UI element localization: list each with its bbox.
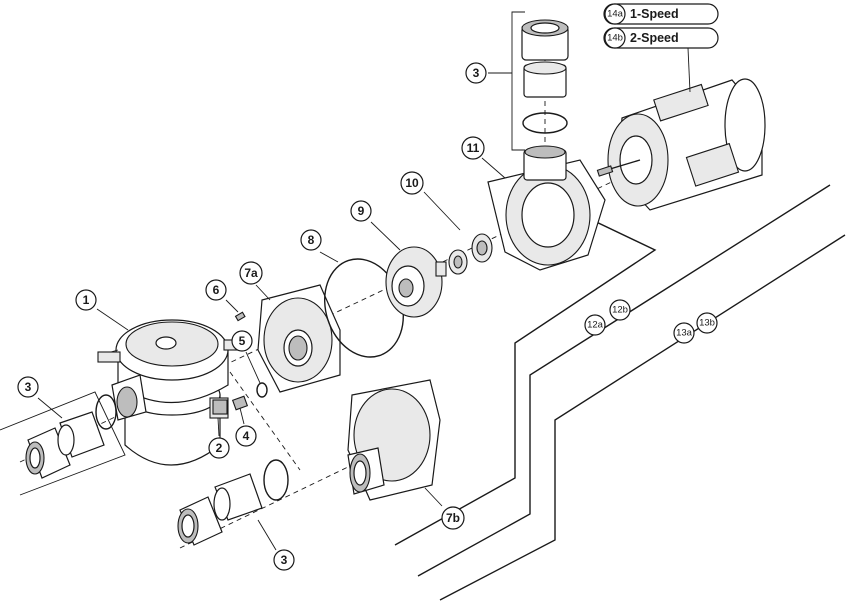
svg-text:4: 4 xyxy=(243,429,250,443)
callout-8: 8 xyxy=(300,229,322,251)
callout-2: 2 xyxy=(208,437,230,459)
pump-volute xyxy=(487,145,606,271)
svg-text:1-Speed: 1-Speed xyxy=(630,7,679,21)
callout-6: 6 xyxy=(205,279,227,301)
callout-3-left: 3 xyxy=(17,376,39,398)
union-fitting-top xyxy=(521,19,569,134)
svg-text:7b: 7b xyxy=(446,511,460,525)
callout-1: 1 xyxy=(75,289,97,311)
seal-plate xyxy=(257,284,341,393)
svg-text:14a: 14a xyxy=(607,9,624,20)
callout-7a: 7a xyxy=(239,261,263,285)
svg-text:2: 2 xyxy=(216,441,223,455)
callout-9: 9 xyxy=(350,200,372,222)
diffuser-housing xyxy=(347,379,441,501)
leader-lines xyxy=(0,11,691,551)
shaft-seal xyxy=(448,233,493,275)
svg-text:1: 1 xyxy=(83,293,90,307)
svg-text:2-Speed: 2-Speed xyxy=(630,31,679,45)
motor xyxy=(596,78,766,211)
svg-text:7a: 7a xyxy=(244,266,258,280)
drain-plug xyxy=(212,399,228,415)
svg-text:12a: 12a xyxy=(587,320,604,331)
callout-10: 10 xyxy=(400,171,424,195)
svg-text:3: 3 xyxy=(473,66,480,80)
svg-text:11: 11 xyxy=(467,141,480,155)
svg-text:13a: 13a xyxy=(676,328,693,339)
motor-bracket-lines xyxy=(394,184,846,601)
speed-label-1-speed: 14a 1-Speed xyxy=(603,3,719,25)
svg-text:3: 3 xyxy=(281,553,288,567)
callout-12b: 12b xyxy=(609,299,631,321)
svg-text:12b: 12b xyxy=(612,305,628,316)
strainer-housing xyxy=(97,319,243,466)
svg-text:8: 8 xyxy=(308,233,315,247)
svg-text:14b: 14b xyxy=(607,33,623,44)
svg-text:9: 9 xyxy=(358,204,365,218)
svg-text:10: 10 xyxy=(405,176,419,190)
impeller xyxy=(385,246,447,318)
callout-11: 11 xyxy=(461,136,485,160)
svg-text:6: 6 xyxy=(213,283,220,297)
callout-3-bottom: 3 xyxy=(273,549,295,571)
callout-3-top: 3 xyxy=(465,62,487,84)
callout-7b: 7b xyxy=(441,506,465,530)
callout-12a: 12a xyxy=(584,314,606,336)
svg-text:5: 5 xyxy=(239,334,246,348)
callout-13b: 13b xyxy=(696,312,718,334)
union-fitting-left xyxy=(25,394,117,479)
small-parts xyxy=(231,311,268,411)
svg-text:13b: 13b xyxy=(699,318,715,329)
callout-13a: 13a xyxy=(673,322,695,344)
union-fitting-bottom xyxy=(177,459,289,546)
svg-text:3: 3 xyxy=(25,380,32,394)
speed-label-2-speed: 14b 2-Speed xyxy=(603,27,719,49)
callout-5: 5 xyxy=(231,330,253,352)
callout-4: 4 xyxy=(235,425,257,447)
